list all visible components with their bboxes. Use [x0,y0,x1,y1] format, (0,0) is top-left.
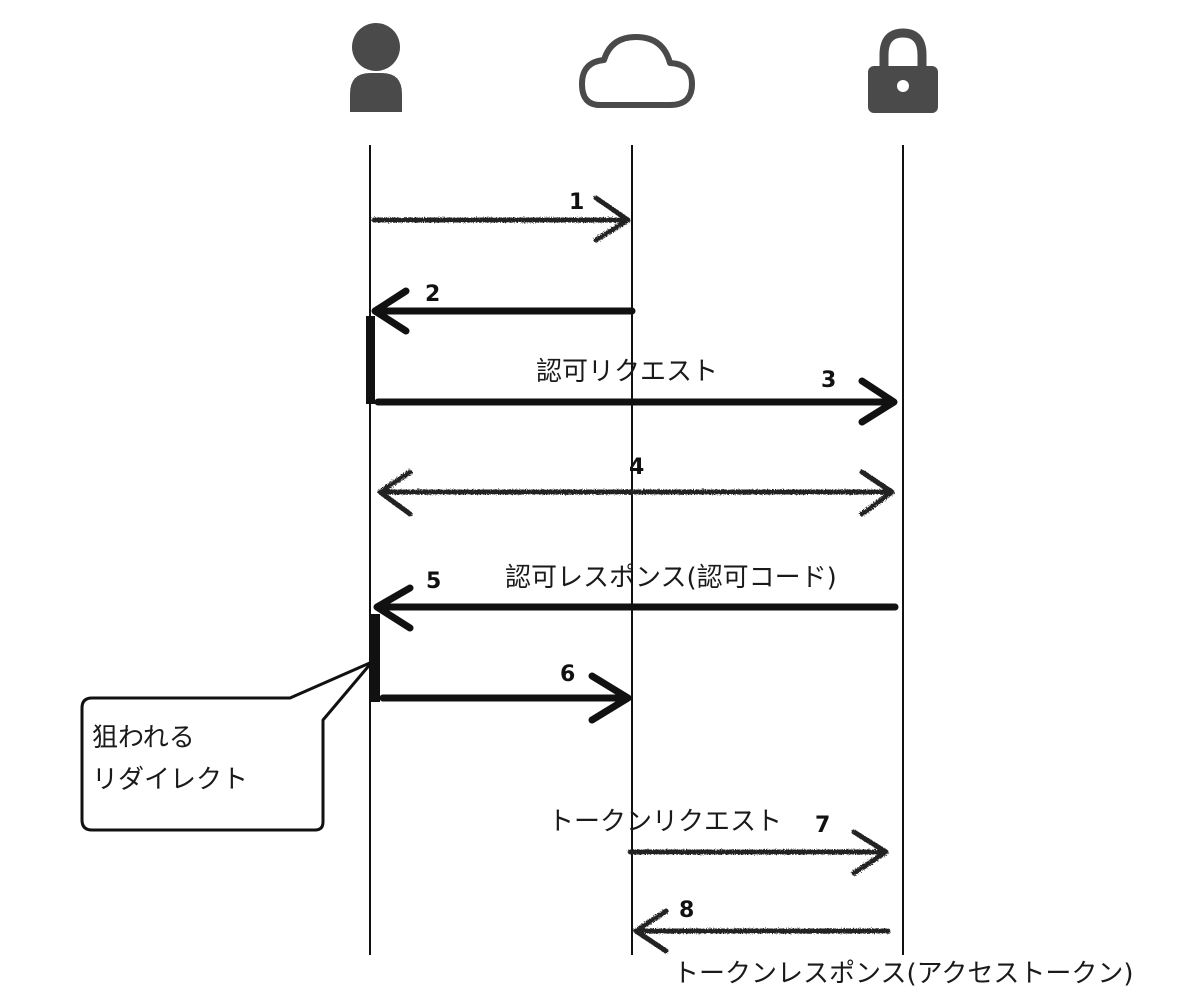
cloud-icon [579,34,695,108]
message-7-number: 7 [815,813,830,838]
message-4-arrow [377,469,895,517]
message-5-number: 5 [426,569,441,594]
callout-text-line1: 狙われる [92,723,195,753]
callout-text-line2: リダイレクト [92,765,248,795]
message-8-label: トークンレスポンス(アクセストークン) [673,959,1133,989]
message-3-label: 認可リクエスト [536,357,718,387]
message-7-label: トークンリクエスト [548,807,782,837]
activation-bar [370,614,380,702]
message-1-number: 1 [569,190,584,215]
message-1-arrow [371,195,631,243]
message-2-number: 2 [425,282,440,307]
message-7-arrow [627,829,889,876]
message-5-label: 認可レスポンス(認可コード) [505,563,837,593]
activation-bar [366,316,375,404]
message-2-arrow [371,287,636,335]
message-8-number: 8 [679,898,694,923]
message-5-arrow [373,584,899,632]
user-icon [350,23,402,112]
message-3-number: 3 [821,368,836,393]
message-3-arrow [374,377,898,426]
message-6-arrow [379,672,632,724]
message-6-number: 6 [560,662,575,687]
callout-box [80,660,374,832]
message-8-arrow [633,908,891,954]
lock-icon [868,28,938,113]
message-4-number: 4 [629,455,644,480]
